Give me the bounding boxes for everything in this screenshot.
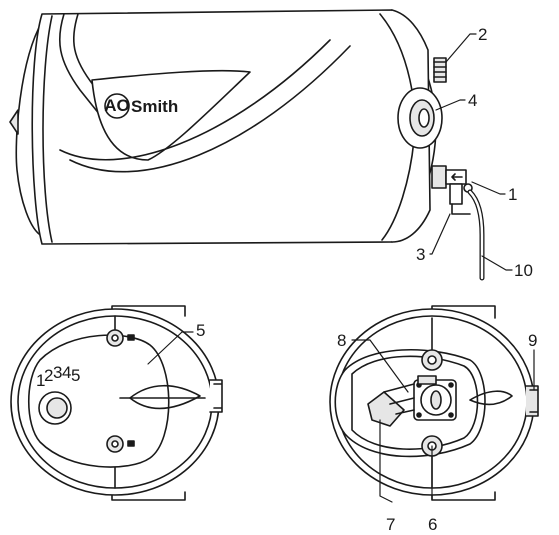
front-dial-inner [46, 397, 68, 419]
leader-5 [147, 331, 194, 365]
leader-10 [481, 255, 513, 271]
front-indicator-bottom [127, 440, 135, 447]
knob-scale-2: 2 [44, 366, 53, 385]
top-connector [433, 57, 447, 83]
callout-5: 5 [196, 321, 205, 340]
callout-7: 7 [386, 515, 395, 534]
brand-logo-mark: AO [104, 96, 130, 115]
leader-4 [435, 99, 466, 111]
leader-7 [379, 419, 393, 503]
heater-front-view: 1 2 3 4 5 [10, 305, 223, 501]
brand-logo: AO Smith [104, 93, 178, 119]
valve-stem [449, 183, 463, 205]
element-screw-bottom-left [416, 412, 422, 418]
front-bottom-port-center [111, 440, 119, 448]
pressure-valve-lever [451, 203, 471, 215]
leader-1 [471, 181, 506, 195]
valve-arrow [451, 173, 463, 181]
thermostat-wires [383, 383, 415, 415]
swoosh-curve [59, 39, 331, 161]
thermostat-knob-center [418, 108, 430, 128]
open-swoosh [469, 390, 513, 406]
callout-9: 9 [528, 331, 537, 350]
knob-scale-1: 1 [36, 371, 45, 390]
body-highlight-stripe [58, 13, 121, 141]
brand-name: Smith [131, 97, 178, 116]
element-screw-bottom-right [448, 412, 454, 418]
outlet-fitting [431, 165, 447, 189]
knob-scale-5: 5 [71, 366, 80, 385]
heater-side-view [9, 9, 485, 281]
heating-element-core [430, 390, 442, 410]
callout-2: 2 [478, 25, 487, 44]
drain-tube [467, 189, 485, 281]
open-compartment [334, 348, 486, 458]
tank-body [31, 9, 437, 245]
leader-2 [445, 33, 477, 63]
front-side-fitting [209, 379, 223, 413]
callout-labels: 1 2 3 4 5 6 7 8 9 10 [196, 25, 537, 534]
front-bottom-bracket [111, 491, 186, 501]
front-indicator-top [127, 334, 135, 341]
open-compartment-inner [351, 355, 479, 450]
callout-4: 4 [468, 91, 477, 110]
heater-open-view [329, 305, 539, 501]
leader-3 [429, 213, 451, 255]
element-terminal-block [417, 375, 437, 385]
swoosh-panel [91, 69, 251, 161]
open-top-port-center [427, 355, 437, 365]
open-side-fitting [525, 385, 539, 417]
thermostat-unit [367, 391, 405, 427]
callout-3: 3 [416, 245, 425, 264]
body-highlight-stripe-2 [72, 13, 95, 87]
callout-1: 1 [508, 185, 517, 204]
callout-6: 6 [428, 515, 437, 534]
top-connector-thread [433, 61, 447, 78]
leader-8 [351, 339, 409, 393]
callout-8: 8 [337, 331, 346, 350]
element-screw-top-right [448, 382, 454, 388]
callout-10: 10 [514, 261, 533, 280]
left-drain-plug [9, 109, 19, 135]
knob-scale-4: 4 [62, 363, 71, 382]
front-swoosh [129, 385, 201, 410]
front-top-port-center [111, 334, 119, 342]
callout-leaders [147, 33, 535, 503]
body-inner-edge [42, 15, 53, 243]
knob-scale-3: 3 [53, 363, 62, 382]
brand-logo-circle [104, 93, 130, 119]
drain-tube-inner [468, 190, 484, 280]
swoosh-curve-2 [69, 45, 351, 173]
